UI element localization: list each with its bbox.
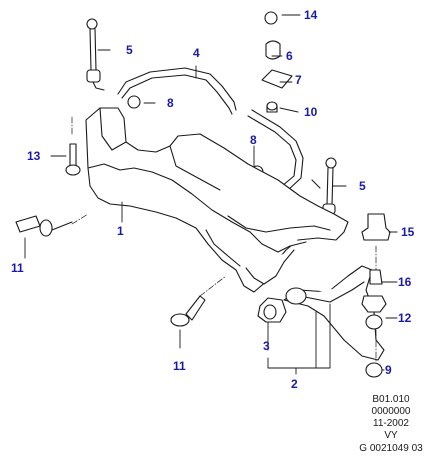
- bolt-upper-left: [65, 143, 81, 176]
- lower-control-arm: [283, 265, 385, 361]
- arm-bush: [257, 297, 287, 323]
- callout-15: 15: [401, 225, 415, 239]
- callout-9: 9: [385, 363, 392, 377]
- callout-4: 4: [193, 46, 200, 60]
- bolt-bottom: [170, 295, 206, 327]
- front-crossmember: [85, 107, 349, 293]
- callout-1: 1: [117, 224, 124, 238]
- reference-number: 0000000: [371, 406, 411, 417]
- nut-lower: [365, 362, 383, 378]
- callout-10: 10: [304, 105, 318, 119]
- callout-8-left: 8: [167, 96, 174, 110]
- callout-14: 14: [304, 8, 318, 22]
- stabilizer-link-upper: [86, 18, 105, 91]
- callout-12: 12: [398, 311, 412, 325]
- reference-code: B01.010: [372, 394, 410, 405]
- stabilizer-bush-assembly: [261, 11, 293, 113]
- callout-7: 7: [295, 73, 302, 87]
- assembly-axes: [71, 115, 377, 363]
- leader-lines: [24, 14, 398, 375]
- callout-11-bottom: 11: [173, 359, 186, 373]
- callout-11-left: 11: [11, 261, 24, 275]
- callout-3: 3: [263, 339, 270, 353]
- callout-16: 16: [398, 275, 412, 289]
- reference-initials: VY: [384, 430, 398, 441]
- callout-6: 6: [286, 49, 293, 63]
- reference-date: 11-2002: [373, 418, 409, 429]
- reference-id: G 0021049 03: [359, 443, 423, 454]
- callout-2: 2: [291, 377, 298, 391]
- callout-8-mid: 8: [250, 133, 257, 147]
- bolt-left: [15, 215, 73, 237]
- callout-13: 13: [27, 149, 41, 163]
- nut-left: [127, 95, 141, 109]
- nut-arm: [365, 314, 383, 330]
- callout-5-top: 5: [126, 43, 133, 57]
- callout-5-right: 5: [359, 179, 366, 193]
- ball-joint: [361, 213, 391, 313]
